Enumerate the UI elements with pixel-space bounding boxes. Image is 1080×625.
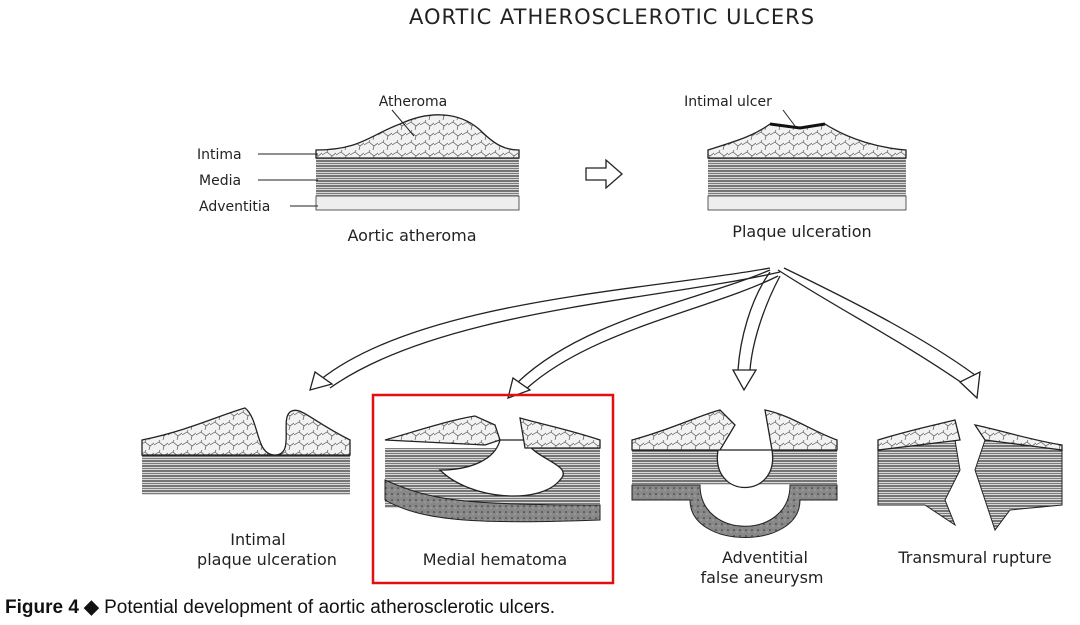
plaque-ulceration-illustration	[707, 109, 907, 211]
aortic-atheroma-illustration	[258, 109, 520, 211]
label-transmural-rupture: Transmural rupture	[897, 548, 1051, 567]
branching-arrows	[309, 267, 981, 400]
intimal-plaque-ulceration-illustration	[141, 407, 351, 495]
adventitial-false-aneurysm-illustration	[631, 409, 838, 538]
label-intima: Intima	[197, 147, 242, 163]
label-adventitial: Adventitial	[722, 548, 808, 567]
medial-hematoma-illustration	[384, 415, 601, 523]
caption-text: Potential development of aortic atherosc…	[98, 597, 556, 618]
label-plaque-ulceration-outcome: plaque ulceration	[197, 550, 337, 569]
label-plaque-ulceration: Plaque ulceration	[732, 222, 871, 241]
label-medial-hematoma: Medial hematoma	[423, 550, 567, 569]
figure-caption: Figure 4 ◆ Potential development of aort…	[5, 596, 555, 619]
transmural-rupture-illustration	[877, 419, 1063, 532]
figure-number: Figure 4 ◆	[5, 597, 99, 618]
label-media: Media	[199, 173, 241, 189]
label-intimal: Intimal	[230, 530, 285, 549]
label-aortic-atheroma: Aortic atheroma	[347, 226, 476, 245]
label-false-aneurysm: false aneurysm	[700, 568, 823, 587]
right-arrow-icon	[585, 158, 623, 190]
label-intimal-ulcer: Intimal ulcer	[684, 94, 772, 110]
figure-title: AORTIC ATHEROSCLEROTIC ULCERS	[409, 5, 815, 29]
label-atheroma: Atheroma	[379, 94, 448, 110]
label-adventitia: Adventitia	[199, 199, 270, 215]
highlight-box	[371, 393, 615, 585]
